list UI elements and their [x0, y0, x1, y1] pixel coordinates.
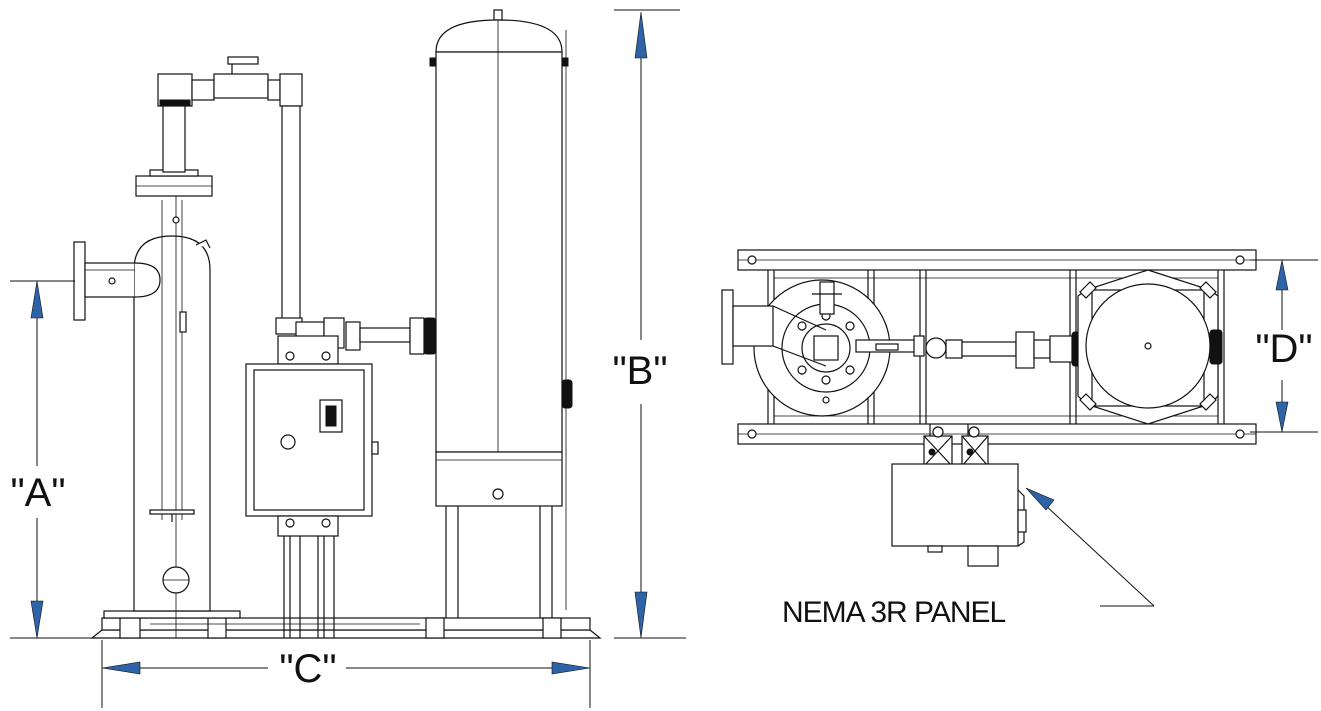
dimension-a-label: "A"	[10, 471, 65, 515]
base-skid	[90, 617, 602, 639]
panel-leader	[1025, 487, 1155, 607]
dimension-b-label: "B"	[612, 349, 667, 393]
top-piping	[157, 56, 437, 355]
dimension-c	[101, 640, 591, 708]
separator-vessel	[73, 103, 241, 638]
front-elevation-view: "A" "B" "C"	[10, 9, 686, 708]
dimension-c-label: "C"	[279, 647, 336, 691]
plan-view	[721, 249, 1318, 567]
nema-panel-label: NEMA 3R PANEL	[782, 596, 1006, 629]
dimension-d-label: "D"	[1255, 327, 1312, 371]
control-panel-front	[245, 335, 379, 638]
dimension-a	[10, 280, 92, 639]
dimension-b	[614, 9, 686, 639]
receiver-tank	[429, 9, 573, 618]
